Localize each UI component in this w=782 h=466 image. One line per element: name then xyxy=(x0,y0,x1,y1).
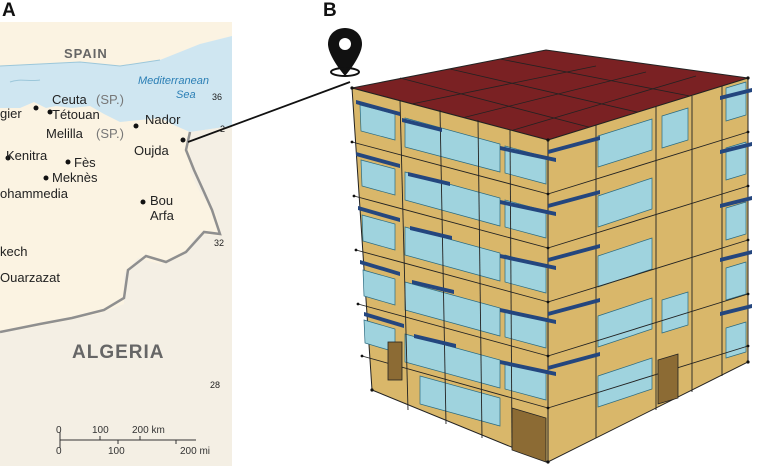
panel-label-a: A xyxy=(2,0,16,21)
door-left-1 xyxy=(387,341,403,381)
country-label-spain: SPAIN xyxy=(64,46,108,61)
roof-grid xyxy=(399,58,701,135)
city-dot-tetouan xyxy=(47,109,53,115)
scale-km-200: 200 km xyxy=(132,425,165,436)
city-dot-ceuta xyxy=(33,105,39,111)
city-label-ceuta-sp: (SP.) xyxy=(96,92,124,107)
city-label-mohammedia: ohammedia xyxy=(0,186,69,201)
city-label-melilla: Melilla xyxy=(46,126,84,141)
city-label-arfa: Arfa xyxy=(150,208,175,223)
international-border xyxy=(0,131,222,334)
scale-mi-200: 200 mi xyxy=(180,446,210,457)
city-markers xyxy=(5,105,186,205)
panel-label-b: B xyxy=(323,0,337,21)
scale-mi-0: 0 xyxy=(56,446,62,457)
city-dot-kenitra xyxy=(5,155,11,161)
city-label-tetouan: Tétouan xyxy=(52,107,100,122)
spain-land xyxy=(0,22,232,66)
city-dot-nador xyxy=(133,123,139,129)
city-dot-oujda xyxy=(180,137,186,143)
scale-mi-100: 100 xyxy=(108,446,125,457)
graticule-lat-32: 32 xyxy=(214,238,224,248)
door-left-2 xyxy=(511,407,547,463)
city-label-nador: Nador xyxy=(145,112,181,127)
left-facade-floors xyxy=(351,99,556,463)
city-label-tangier: gier xyxy=(0,106,22,121)
scale-bar: 0 100 200 km 0 100 200 mi xyxy=(56,425,210,457)
country-label-algeria: ALGERIA xyxy=(72,342,165,363)
right-balcony-slabs xyxy=(548,88,752,370)
city-dot-bou-arfa xyxy=(140,199,146,205)
algeria-land xyxy=(0,126,232,466)
right-facade-floors xyxy=(547,81,752,438)
city-label-ouarzazat: Ouarzazat xyxy=(0,270,60,285)
scale-km-0: 0 xyxy=(56,425,62,436)
city-label-ceuta: Ceuta xyxy=(52,92,87,107)
structural-nodes xyxy=(350,76,750,464)
graticule-lat-28: 28 xyxy=(210,380,220,390)
city-label-fes: Fès xyxy=(74,155,96,170)
city-label-kenitra: Kenitra xyxy=(6,148,48,163)
door-right-1 xyxy=(657,353,679,405)
city-dot-meknes xyxy=(43,175,49,181)
city-label-meknes: Meknès xyxy=(52,170,98,185)
city-label-oujda: Oujda xyxy=(134,143,169,158)
city-label-melilla-sp: (SP.) xyxy=(96,126,124,141)
location-pin-icon xyxy=(328,28,362,77)
scale-km-100: 100 xyxy=(92,425,109,436)
city-label-marrakech: kech xyxy=(0,244,27,259)
city-dot-fes xyxy=(65,159,71,165)
city-label-bou: Bou xyxy=(150,193,173,208)
left-balcony-slabs xyxy=(356,100,556,376)
